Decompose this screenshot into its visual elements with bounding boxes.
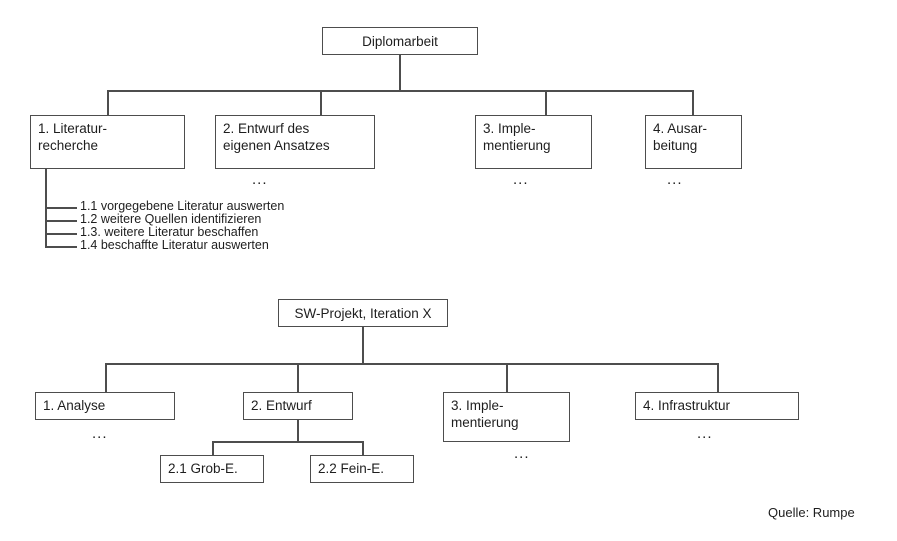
tree2-child-entwurf: 2. Entwurf [243,392,353,420]
connector-line [45,246,77,248]
tree1-subitem-4: 1.4 beschaffte Literatur auswerten [80,238,269,252]
connector-line [45,207,77,209]
tree2-child-analyse: 1. Analyse [35,392,175,420]
connector-line [545,90,547,115]
connector-line [45,169,47,248]
tree2-grandchild-grobentwurf: 2.1 Grob-E. [160,455,264,483]
connector-line [506,363,508,392]
tree1-child-literaturrecherche: 1. Literatur- recherche [30,115,185,169]
connector-line [45,220,77,222]
connector-line [717,363,719,392]
tree1-subitem-list: 1.1 vorgegebene Literatur auswerten 1.2 … [80,200,284,252]
tree1-root-node: Diplomarbeit [322,27,478,55]
tree1-subitem-2: 1.2 weitere Quellen identifizieren [80,212,262,226]
connector-line [45,233,77,235]
connector-line [399,55,401,90]
collapsed-ellipsis: ... [667,171,683,188]
tree1-child-ausarbeitung: 4. Ausar- beitung [645,115,742,169]
connector-line [320,90,322,115]
tree1-subitem-1: 1.1 vorgegebene Literatur auswerten [80,199,285,213]
connector-line [212,441,363,443]
collapsed-ellipsis: ... [92,425,108,442]
connector-line [362,327,364,363]
connector-line [212,441,214,455]
tree2-root-node: SW-Projekt, Iteration X [278,299,448,327]
tree1-subitem-3: 1.3. weitere Literatur beschaffen [80,225,259,239]
tree2-child-implementierung: 3. Imple- mentierung [443,392,570,442]
tree2-grandchild-feinentwurf: 2.2 Fein-E. [310,455,414,483]
collapsed-ellipsis: ... [252,171,268,188]
connector-line [362,441,364,455]
connector-line [105,363,718,365]
tree2-child-infrastruktur: 4. Infrastruktur [635,392,799,420]
collapsed-ellipsis: ... [513,171,529,188]
connector-line [107,90,694,92]
collapsed-ellipsis: ... [697,425,713,442]
tree1-child-entwurf: 2. Entwurf des eigenen Ansatzes [215,115,375,169]
tree1-child-implementierung: 3. Imple- mentierung [475,115,592,169]
connector-line [105,363,107,392]
connector-line [107,90,109,115]
connector-line [297,363,299,392]
collapsed-ellipsis: ... [514,445,530,462]
source-credit: Quelle: Rumpe [768,505,855,520]
connector-line [692,90,694,115]
connector-line [297,420,299,441]
